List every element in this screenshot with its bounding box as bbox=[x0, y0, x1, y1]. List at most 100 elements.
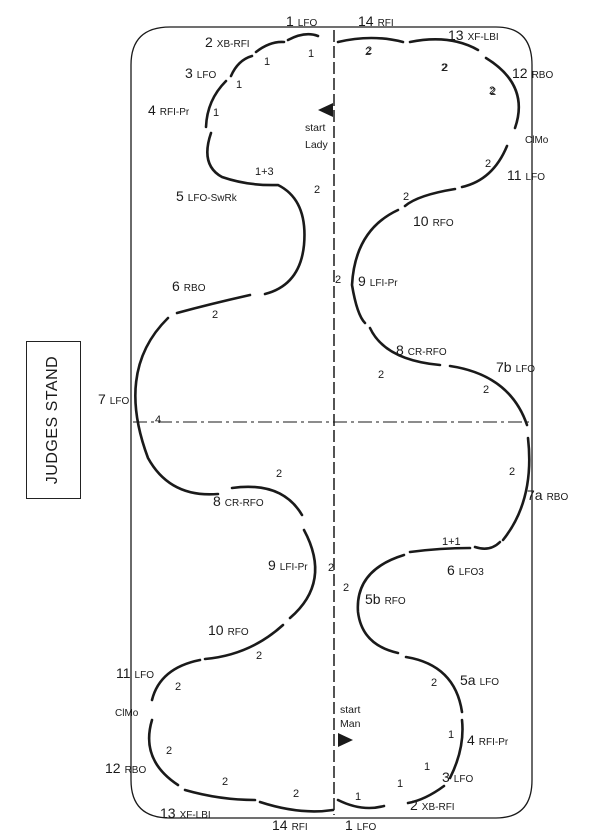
lady-edge-3 bbox=[229, 54, 254, 78]
beat-count: 2 bbox=[431, 677, 437, 689]
beat-count: 2 bbox=[212, 309, 218, 321]
beat-count: 1 bbox=[355, 791, 361, 803]
beat-count: 2 bbox=[335, 274, 341, 286]
beat-count: 2 bbox=[441, 62, 447, 74]
beat-count: 2 bbox=[485, 158, 491, 170]
start-man-label-1: start bbox=[340, 704, 361, 716]
beat-count: 2 bbox=[490, 86, 496, 98]
beat-count: 2 bbox=[276, 468, 282, 480]
man-edge-3 bbox=[484, 56, 520, 130]
man-edge-4 bbox=[460, 144, 509, 189]
beat-count: 1 bbox=[264, 56, 270, 68]
man-edge-9 bbox=[501, 436, 531, 542]
beat-count: 4 bbox=[155, 414, 161, 426]
lady-edge-14 bbox=[258, 800, 335, 813]
man-edge-6 bbox=[350, 208, 400, 325]
start-man-label-2: Man bbox=[340, 718, 361, 730]
lady-pattern bbox=[134, 32, 335, 813]
man-edge-2 bbox=[408, 38, 480, 52]
lady-edge-12 bbox=[147, 718, 180, 787]
start-lady-arrow bbox=[318, 103, 333, 117]
beat-count: 2 bbox=[256, 650, 262, 662]
beat-count: 2 bbox=[293, 788, 299, 800]
man-edge-12 bbox=[356, 553, 406, 655]
lady-edge-13 bbox=[183, 788, 257, 802]
beat-count: 2 bbox=[365, 46, 371, 58]
beat-count: 2 bbox=[489, 85, 495, 97]
beat-count: 1 bbox=[448, 729, 454, 741]
man-edge-16 bbox=[336, 798, 386, 810]
lady-edge-1 bbox=[286, 32, 320, 42]
man-edge-14 bbox=[448, 718, 464, 780]
judges-stand-box bbox=[26, 341, 81, 499]
beat-count: 2 bbox=[166, 745, 172, 757]
lady-edge-5 bbox=[206, 131, 306, 296]
lady-edge-6 bbox=[175, 293, 252, 315]
lady-edge-2 bbox=[254, 40, 286, 54]
beat-count: 1 bbox=[424, 761, 430, 773]
man-edge-13 bbox=[404, 655, 464, 714]
beat-count: 2 bbox=[314, 184, 320, 196]
beat-count: 2 bbox=[175, 681, 181, 693]
beat-count: 2 bbox=[509, 466, 515, 478]
beat-count: 1+1 bbox=[442, 536, 461, 548]
lady-edge-8 bbox=[230, 485, 304, 517]
rink-barrier bbox=[130, 26, 533, 819]
lady-edge-4 bbox=[204, 79, 228, 129]
man-edge-8 bbox=[448, 364, 529, 427]
beat-counts: 1 1 1 1 1+3 2 4 2 2 2 2 2 2 2 2 2 2 2 2 … bbox=[155, 45, 515, 803]
beat-count: 2 bbox=[483, 384, 489, 396]
beat-count: 1 bbox=[397, 778, 403, 790]
man-edge-7 bbox=[368, 326, 442, 367]
man-edge-11 bbox=[408, 546, 472, 554]
beat-count: 2 bbox=[403, 191, 409, 203]
beat-count: 1 bbox=[236, 79, 242, 91]
start-lady-label-1: start bbox=[305, 122, 326, 134]
beat-count: 2 bbox=[328, 562, 334, 574]
lady-edge-7 bbox=[134, 316, 220, 496]
beat-count: 2 bbox=[442, 62, 448, 74]
beat-count: 2 bbox=[343, 582, 349, 594]
lady-step-clmo: ClMo bbox=[115, 708, 139, 719]
beat-count: 2 bbox=[222, 776, 228, 788]
start-man-arrow bbox=[338, 733, 353, 747]
man-edge-15 bbox=[406, 784, 446, 805]
man-edge-5 bbox=[403, 187, 457, 208]
start-lady-label-2: Lady bbox=[305, 139, 329, 151]
beat-count: 2 bbox=[366, 45, 372, 57]
lady-edge-10 bbox=[203, 623, 285, 661]
man-pattern bbox=[336, 36, 531, 810]
lady-edge-9 bbox=[288, 528, 317, 620]
beat-count: 1 bbox=[308, 48, 314, 60]
man-edge-1 bbox=[336, 36, 405, 44]
